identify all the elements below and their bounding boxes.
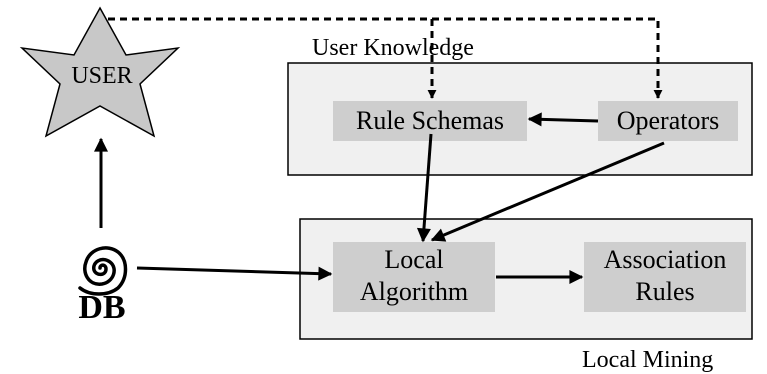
local-algorithm-line-2: Algorithm (360, 277, 468, 306)
association-rules-line-2: Rules (635, 277, 694, 306)
operators-box (598, 101, 738, 141)
user-knowledge-title: User Knowledge (312, 35, 474, 61)
db-label: DB (78, 289, 125, 326)
operators-to-rule-schemas-arrow (527, 112, 599, 127)
local-algorithm-box (333, 242, 495, 312)
association-rules-line-1: Association (604, 245, 727, 274)
user-to-operators-dashed-arrow (432, 17, 663, 99)
rule-schemas-to-local-algorithm-arrow (416, 133, 433, 243)
user-star-icon (19, 6, 181, 138)
rule-schemas-label: Rule Schemas (356, 106, 504, 135)
local-mining-title: Local Mining (582, 347, 713, 373)
operators-to-local-algorithm-arrow (430, 141, 665, 242)
local-algorithm-line-1: Local (384, 245, 443, 274)
operators-label: Operators (617, 106, 720, 135)
user-label: USER (71, 63, 132, 89)
db-to-local-algorithm-arrow (136, 266, 333, 281)
association-rules-box (584, 242, 746, 312)
db-spiral-icon (78, 246, 128, 296)
